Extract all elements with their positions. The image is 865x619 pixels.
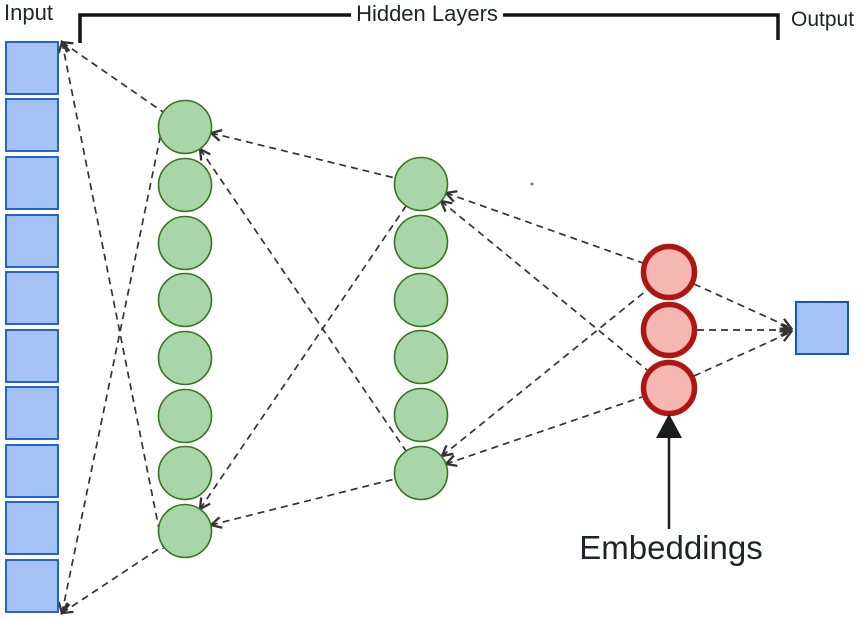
hidden-layer1-neuron	[157, 330, 213, 386]
hidden-layer1-neuron	[157, 99, 213, 155]
input-square	[5, 444, 59, 498]
input-square	[5, 386, 59, 440]
embedding-neuron	[640, 359, 698, 417]
speck-dot	[530, 182, 534, 186]
hidden-layer2-neuron	[393, 156, 449, 212]
input-square	[5, 41, 59, 95]
connector-line	[442, 289, 648, 456]
hidden-layer1-neuron	[157, 215, 213, 271]
hidden-layers-label: Hidden Layers	[351, 1, 503, 27]
hidden-layer1-neuron	[157, 445, 213, 501]
output-square	[795, 301, 849, 355]
hidden-layer1-neuron	[157, 503, 213, 559]
input-square	[5, 271, 59, 325]
input-layer-label: Input	[4, 0, 53, 25]
input-square	[5, 98, 59, 152]
connector-line	[200, 149, 407, 452]
connector-line	[62, 108, 167, 613]
hidden-layer1-neuron	[157, 157, 213, 213]
connector-line	[446, 193, 644, 264]
input-square	[5, 329, 59, 383]
connector-line	[62, 545, 164, 613]
hidden-layer1-neuron	[157, 388, 213, 444]
connector-line	[211, 478, 396, 525]
input-square	[5, 156, 59, 210]
connector-line	[62, 42, 164, 550]
connector-line	[62, 42, 164, 113]
hidden-layer2-neuron	[393, 214, 449, 270]
hidden-layer2-neuron	[393, 272, 449, 328]
connector-line	[441, 201, 648, 371]
connector-line	[200, 205, 407, 509]
connector-line	[211, 133, 396, 179]
embeddings-label: Embeddings	[579, 529, 763, 566]
hidden-layer2-neuron	[393, 445, 449, 501]
connector-line	[693, 283, 791, 328]
output-layer-label: Output	[791, 8, 855, 31]
input-square	[5, 559, 59, 613]
hidden-layer2-neuron	[393, 387, 449, 443]
embeddings-arrowhead	[656, 414, 682, 438]
connector-line	[693, 332, 791, 377]
hidden-layer2-neuron	[393, 329, 449, 385]
input-square	[5, 214, 59, 268]
embedding-neuron	[640, 243, 698, 301]
embedding-neuron	[640, 301, 698, 359]
hidden-layer1-neuron	[157, 272, 213, 328]
connector-line	[446, 396, 643, 464]
input-square	[5, 501, 59, 555]
